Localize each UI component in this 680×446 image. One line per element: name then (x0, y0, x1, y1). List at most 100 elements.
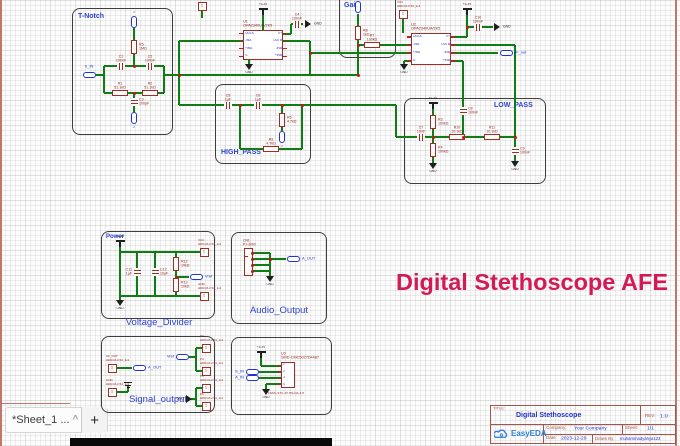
earth-symbol[interactable] (125, 384, 131, 386)
tab-sheet1[interactable]: *Sheet_1 ... (12, 413, 70, 426)
resistor-R1[interactable] (112, 90, 128, 96)
gnd-symbol[interactable] (261, 389, 270, 395)
power-flag[interactable] (428, 102, 438, 104)
power-flag-label: +3.3V (115, 235, 125, 239)
resistor-R2[interactable] (142, 90, 158, 96)
gnd-symbol[interactable] (510, 161, 519, 167)
capacitor-C10[interactable] (478, 23, 481, 31)
resistor-R3[interactable] (430, 115, 436, 129)
add-sheet-button[interactable]: + (81, 407, 107, 433)
capacitor-C5[interactable] (228, 101, 231, 109)
resistor-value: 10kΩ (180, 263, 190, 268)
gnd-symbol[interactable] (494, 23, 500, 31)
header-pin-number: 1 (204, 385, 208, 390)
pin-stub (277, 364, 281, 366)
header-pin-number: 1 (202, 249, 206, 254)
audio-jack[interactable] (243, 248, 253, 276)
resistor-R13[interactable] (173, 278, 179, 292)
net-port[interactable] (245, 368, 259, 376)
net-port[interactable] (132, 364, 146, 372)
net-port[interactable] (278, 131, 286, 143)
resistor-R9[interactable] (263, 146, 279, 152)
capacitor-C1[interactable] (118, 62, 121, 70)
capacitor-C6[interactable] (258, 101, 261, 109)
resistor-R4[interactable] (430, 143, 436, 157)
capacitor-C12[interactable] (151, 269, 159, 272)
capacitor-C12[interactable] (151, 272, 159, 275)
gnd-symbol[interactable] (186, 395, 192, 403)
header-pin[interactable] (199, 247, 209, 257)
capacitor-C10[interactable] (475, 23, 478, 31)
net-port[interactable] (189, 273, 203, 281)
net-port[interactable] (499, 49, 513, 57)
resistor-R6[interactable] (279, 113, 285, 127)
earth-symbol[interactable] (124, 382, 132, 384)
header-pin[interactable] (201, 343, 211, 353)
resistor-name: R8 (362, 28, 368, 33)
capacitor-C9[interactable] (511, 148, 519, 151)
capacitor-C3[interactable] (130, 102, 138, 105)
gnd-symbol[interactable] (244, 64, 253, 70)
header-pin-number: 1 (401, 11, 405, 16)
power-flag[interactable] (258, 8, 268, 10)
net-port[interactable] (354, 1, 362, 13)
resistor-R11[interactable] (484, 134, 500, 140)
resistor-value: 10.1kΩ (486, 129, 498, 134)
net-port[interactable] (130, 112, 138, 124)
capacitor-C1[interactable] (121, 62, 124, 70)
capacitor-C2[interactable] (150, 62, 153, 70)
capacitor-C3[interactable] (130, 99, 138, 102)
resistor-R8[interactable] (355, 26, 361, 40)
collapse-tabs-icon[interactable]: ^ (72, 414, 79, 425)
gnd-symbol[interactable] (399, 64, 408, 70)
header-pin[interactable] (107, 363, 117, 373)
resistor-R5[interactable] (131, 40, 137, 54)
ic-U1[interactable] (243, 30, 283, 60)
capacitor-C9[interactable] (511, 151, 519, 154)
net-port[interactable] (175, 353, 189, 361)
net-port[interactable] (245, 374, 259, 382)
capacitor-C7[interactable] (418, 133, 421, 141)
rev-label: REV: (645, 414, 656, 419)
ic-U3[interactable] (281, 362, 295, 388)
header-pin[interactable] (197, 1, 207, 11)
resistor-R12[interactable] (173, 257, 179, 271)
ic-U2[interactable] (411, 33, 451, 65)
net-port[interactable] (82, 71, 96, 79)
gnd-symbol[interactable] (115, 300, 124, 306)
gnd-symbol[interactable] (265, 276, 274, 282)
junction-dot (280, 103, 284, 107)
header-pin[interactable] (201, 383, 211, 393)
net-port[interactable] (286, 255, 300, 263)
gnd-symbol[interactable] (305, 20, 311, 28)
resistor-name: R6 (286, 115, 292, 120)
capacitor-C11[interactable] (133, 269, 141, 272)
net-port[interactable] (130, 16, 138, 28)
header-pin[interactable] (107, 387, 117, 397)
header-pin[interactable] (201, 401, 211, 411)
power-flag[interactable] (115, 240, 125, 242)
gnd-symbol[interactable] (428, 163, 437, 169)
pin-label: 1 (282, 363, 285, 367)
header-pin[interactable] (398, 9, 408, 19)
capacitor-C5[interactable] (225, 101, 228, 109)
capacitor-name: C1 (118, 54, 124, 59)
power-flag[interactable] (462, 8, 472, 10)
wire (404, 60, 407, 62)
header-pin[interactable] (201, 366, 211, 376)
capacitor-C4[interactable] (297, 20, 300, 28)
capacitor-C7[interactable] (421, 133, 424, 141)
capacitor-C2[interactable] (147, 62, 150, 70)
resistor-R10[interactable] (449, 134, 465, 140)
capacitor-C4[interactable] (294, 20, 297, 28)
resistor-R7[interactable] (364, 42, 380, 48)
header-pin[interactable] (199, 291, 209, 301)
capacitor-C8[interactable] (459, 108, 467, 111)
capacitor-C8[interactable] (459, 111, 467, 114)
power-flag[interactable] (256, 351, 266, 353)
port-label: Vref (166, 354, 174, 359)
capacitor-C6[interactable] (255, 101, 258, 109)
capacitor-C11[interactable] (133, 272, 141, 275)
earth-symbol[interactable] (126, 387, 130, 389)
